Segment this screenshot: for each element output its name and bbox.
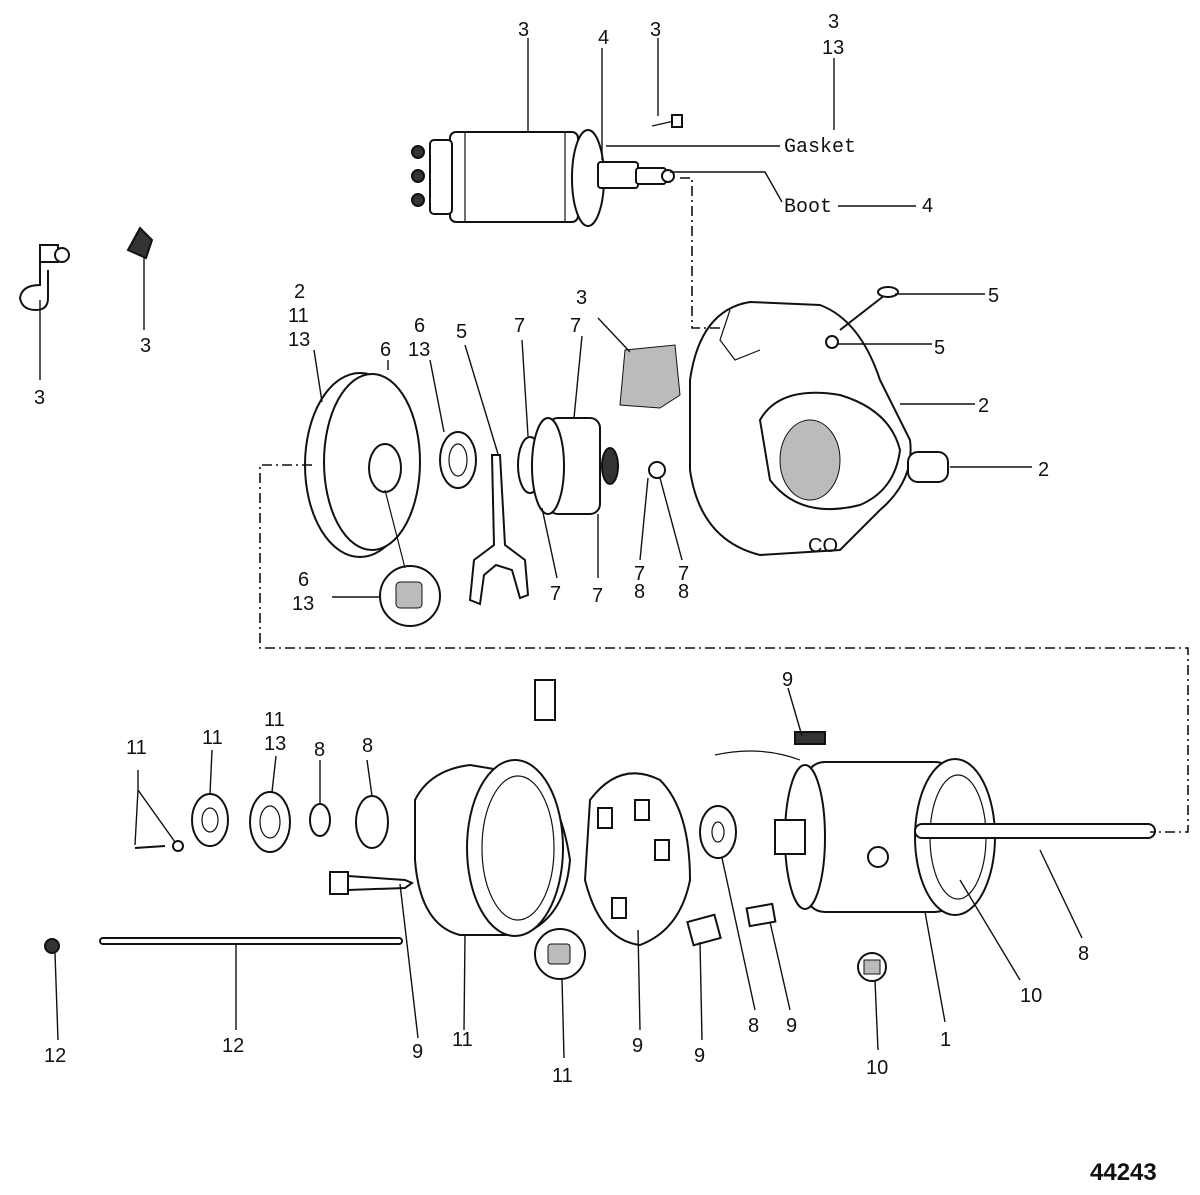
callout-11-screw: 11 [126, 737, 147, 759]
callout-7-retainer: 7 [678, 563, 689, 585]
end-plate-icon [304, 372, 477, 627]
callout-10-plug: 10 [866, 1057, 888, 1079]
callout-8-armature: 8 [1078, 943, 1089, 965]
starter-solenoid-icon [411, 129, 675, 227]
callout-5-nut: 5 [934, 337, 945, 359]
callout-12-through-bolt: 12 [222, 1035, 244, 1057]
alignment-line-upper [680, 177, 720, 329]
callout-5-lever: 5 [456, 321, 467, 343]
callout-9-lead: 9 [782, 669, 793, 691]
callout-4-plunger: 4 [598, 27, 609, 49]
callout-13-bushing: 13 [292, 593, 314, 615]
callout-1-field-frame: 1 [940, 1029, 951, 1051]
callout-3-solenoid: 3 [518, 19, 529, 41]
shift-lever-icon [468, 454, 530, 606]
callout-2-plate: 2 [294, 281, 305, 303]
callout-6-bushing: 6 [298, 569, 309, 591]
callout-7-clutch: 7 [592, 585, 603, 607]
svg-text:CO: CO [808, 535, 838, 557]
callout-5-bolt: 5 [988, 285, 999, 307]
drawing-number: 44243 [1090, 1159, 1157, 1186]
alignment-line-lower [259, 464, 1189, 833]
pinion-drive-icon [517, 417, 666, 515]
gear-housing-icon [414, 759, 586, 980]
callout-11-plate: 11 [288, 305, 309, 327]
callout-13-washer: 13 [408, 339, 430, 361]
callout-3-block: 3 [576, 287, 587, 309]
callout-2-bushing: 2 [1038, 459, 1049, 481]
drive-housing-icon: CO [689, 286, 949, 557]
label-boot: Boot [784, 196, 832, 219]
terminal-icon [126, 226, 154, 260]
field-frame-icon [699, 731, 1156, 982]
callout-11-cap: 11 [202, 727, 223, 749]
callout-9-brush: 9 [694, 1045, 705, 1067]
callout-8-spring: 8 [362, 735, 373, 757]
callout-9-brush-right: 9 [786, 1015, 797, 1037]
callout-3-clip: 3 [34, 387, 45, 409]
callout-3-screw: 3 [650, 19, 661, 41]
callout-12-nut: 12 [44, 1045, 66, 1067]
callout-4-boot: 4 [922, 195, 933, 217]
callout-13-plate: 13 [288, 329, 310, 351]
callout-8-washer: 8 [314, 739, 325, 761]
callout-8-retainer: 8 [678, 581, 689, 603]
callout-8-ring: 8 [634, 581, 645, 603]
callout-10-frame: 10 [1020, 985, 1042, 1007]
callout-3-terminal: 3 [140, 335, 151, 357]
callout-6-plate: 6 [380, 339, 391, 361]
screw-icon [651, 114, 683, 128]
leader-lines [39, 38, 1083, 1059]
clip-icon [18, 244, 70, 312]
callout-9-bolt: 9 [412, 1041, 423, 1063]
callout-13-gasket-end: 13 [264, 733, 286, 755]
callout-7-drive: 7 [570, 315, 581, 337]
callout-3-gasket: 3 [828, 11, 839, 33]
callout-11-bushing: 11 [552, 1065, 573, 1087]
callout-7-ring: 7 [634, 563, 645, 585]
callout-7-pinion: 7 [514, 315, 525, 337]
callout-11-housing: 11 [452, 1029, 473, 1051]
end-parts-icon [44, 791, 415, 954]
callout-7-collar: 7 [550, 583, 561, 605]
callout-2-housing: 2 [978, 395, 989, 417]
brush-block-icon [619, 344, 681, 409]
label-gasket: Gasket [784, 136, 856, 159]
callout-8-thrust-washer: 8 [748, 1015, 759, 1037]
callout-13-gasket: 13 [822, 37, 844, 59]
callout-9-holder: 9 [632, 1035, 643, 1057]
brush-holder-icon [534, 679, 722, 947]
callout-11-gasket: 11 [264, 709, 285, 731]
callout-6-washer: 6 [414, 315, 425, 337]
